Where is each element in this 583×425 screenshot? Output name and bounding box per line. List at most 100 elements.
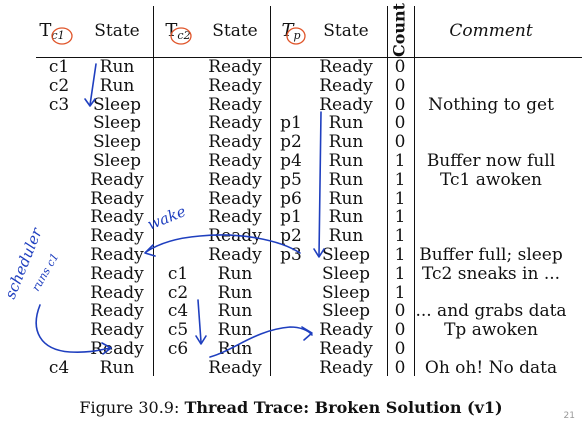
cell-tc1-state: Ready — [90, 282, 144, 303]
cell-tc1-thread: c3 — [48, 94, 70, 115]
cell-comment: Tp awoken — [444, 320, 538, 341]
cell-tc1-state: Ready — [90, 207, 144, 228]
cell-tp-thread: p5 — [280, 169, 302, 190]
cell-tc1-state: Sleep — [92, 151, 142, 171]
cell-tc1-state: Run — [99, 357, 135, 378]
cell-tc1-thread: c1 — [48, 57, 70, 77]
header-tc1: Tc1 — [39, 20, 65, 43]
cell-tp-state: Ready — [319, 339, 373, 359]
cell-tc2-thread: c4 — [167, 301, 189, 322]
cell-tc2-thread: c5 — [167, 320, 189, 341]
cell-tc2-state: Ready — [208, 113, 262, 134]
arrow-head — [101, 342, 112, 355]
header-state-3: State — [323, 21, 369, 41]
cell-tc2-state: Ready — [208, 245, 262, 265]
cell-count: 0 — [394, 301, 406, 322]
cell-count: 0 — [394, 113, 406, 134]
header-comment: Comment — [449, 21, 533, 41]
cell-comment: Nothing to get — [428, 94, 554, 115]
cell-count: 0 — [394, 320, 406, 341]
arrow-wake-tp — [209, 326, 313, 358]
circle-tc2 — [170, 27, 192, 45]
cell-tc1-state: Ready — [90, 301, 144, 322]
cell-count: 1 — [394, 188, 406, 209]
arrow-tc2-runs — [197, 299, 202, 343]
cell-comment: ... and grabs data — [415, 301, 567, 322]
cell-tp-state: Ready — [319, 57, 373, 77]
cell-tp-state: Sleep — [321, 301, 371, 322]
cell-tp-state: Run — [328, 226, 364, 247]
cell-tp-thread: p2 — [280, 132, 302, 153]
cell-tp-state: Ready — [319, 75, 373, 96]
cell-count: 1 — [394, 207, 406, 228]
arrow-head — [313, 248, 325, 258]
cell-tc2-thread: c1 — [167, 263, 189, 284]
cell-count: 0 — [394, 357, 406, 378]
cell-tc1-state: Sleep — [92, 113, 142, 134]
divider-tp — [387, 6, 389, 376]
circle-tp — [286, 27, 306, 45]
divider-count — [414, 6, 416, 376]
cell-tp-state: Ready — [319, 94, 373, 115]
cell-tc2-thread: c6 — [167, 339, 189, 359]
header-state-1: State — [94, 21, 140, 41]
cell-tc1-state: Ready — [90, 169, 144, 190]
cell-comment: Tc2 sneaks in ... — [421, 263, 561, 284]
cell-tc2-state: Run — [217, 320, 253, 341]
header-state-2: State — [212, 21, 258, 41]
cell-tc1-state: Sleep — [92, 94, 142, 115]
arrow-head — [195, 335, 207, 345]
divider-tc1 — [153, 6, 155, 376]
arrow-tp-runs — [318, 111, 322, 257]
cell-tp-state: Sleep — [321, 282, 371, 303]
cell-tp-state: Ready — [319, 320, 373, 341]
cell-tc1-state: Ready — [90, 188, 144, 209]
cell-tc1-thread: c4 — [48, 357, 70, 378]
cell-tc2-state: Run — [217, 301, 253, 322]
cell-tc2-state: Run — [217, 339, 253, 359]
arrow-head — [84, 98, 96, 107]
cell-tc2-thread: c2 — [167, 282, 189, 303]
cell-count: 1 — [394, 245, 406, 265]
cell-tc2-state: Ready — [208, 207, 262, 228]
cell-comment: Tc1 awoken — [440, 169, 542, 190]
cell-tc1-state: Ready — [90, 226, 144, 247]
cell-tp-state: Run — [328, 207, 364, 228]
cell-tc1-state: Run — [99, 57, 135, 77]
cell-tc2-state: Ready — [208, 132, 262, 153]
cell-tc2-state: Ready — [208, 169, 262, 190]
arrow-tc1-runs — [89, 63, 97, 106]
cell-tc2-state: Ready — [208, 75, 262, 96]
cell-tc1-state: Ready — [90, 263, 144, 284]
cell-tc2-state: Ready — [208, 151, 262, 171]
cell-tc2-state: Ready — [208, 226, 262, 247]
cell-tc2-state: Run — [217, 263, 253, 284]
cell-count: 0 — [394, 339, 406, 359]
cell-tp-thread: p2 — [280, 226, 302, 247]
cell-count: 0 — [394, 57, 406, 77]
cell-tc1-thread: c2 — [48, 75, 70, 96]
cell-tp-thread: p6 — [280, 188, 302, 209]
arrow-wake — [145, 234, 301, 254]
cell-tp-state: Sleep — [321, 245, 371, 265]
cell-count: 1 — [394, 169, 406, 190]
cell-tc1-state: Run — [99, 75, 135, 96]
cell-count: 1 — [394, 263, 406, 284]
header-rule — [36, 57, 582, 59]
cell-tp-state: Run — [328, 151, 364, 171]
cell-tc2-state: Ready — [208, 357, 262, 378]
cell-count: 1 — [394, 151, 406, 171]
cell-tp-state: Sleep — [321, 263, 371, 284]
page-number: 21 — [563, 411, 575, 421]
circle-tc1 — [51, 27, 73, 45]
cell-count: 0 — [394, 75, 406, 96]
cell-tc2-state: Ready — [208, 94, 262, 115]
cell-count: 0 — [394, 94, 406, 115]
cell-tc1-state: Sleep — [92, 132, 142, 153]
cell-count: 0 — [394, 132, 406, 153]
cell-tp-state: Run — [328, 188, 364, 209]
cell-tp-state: Run — [328, 132, 364, 153]
arrow-scheduler — [35, 304, 111, 353]
